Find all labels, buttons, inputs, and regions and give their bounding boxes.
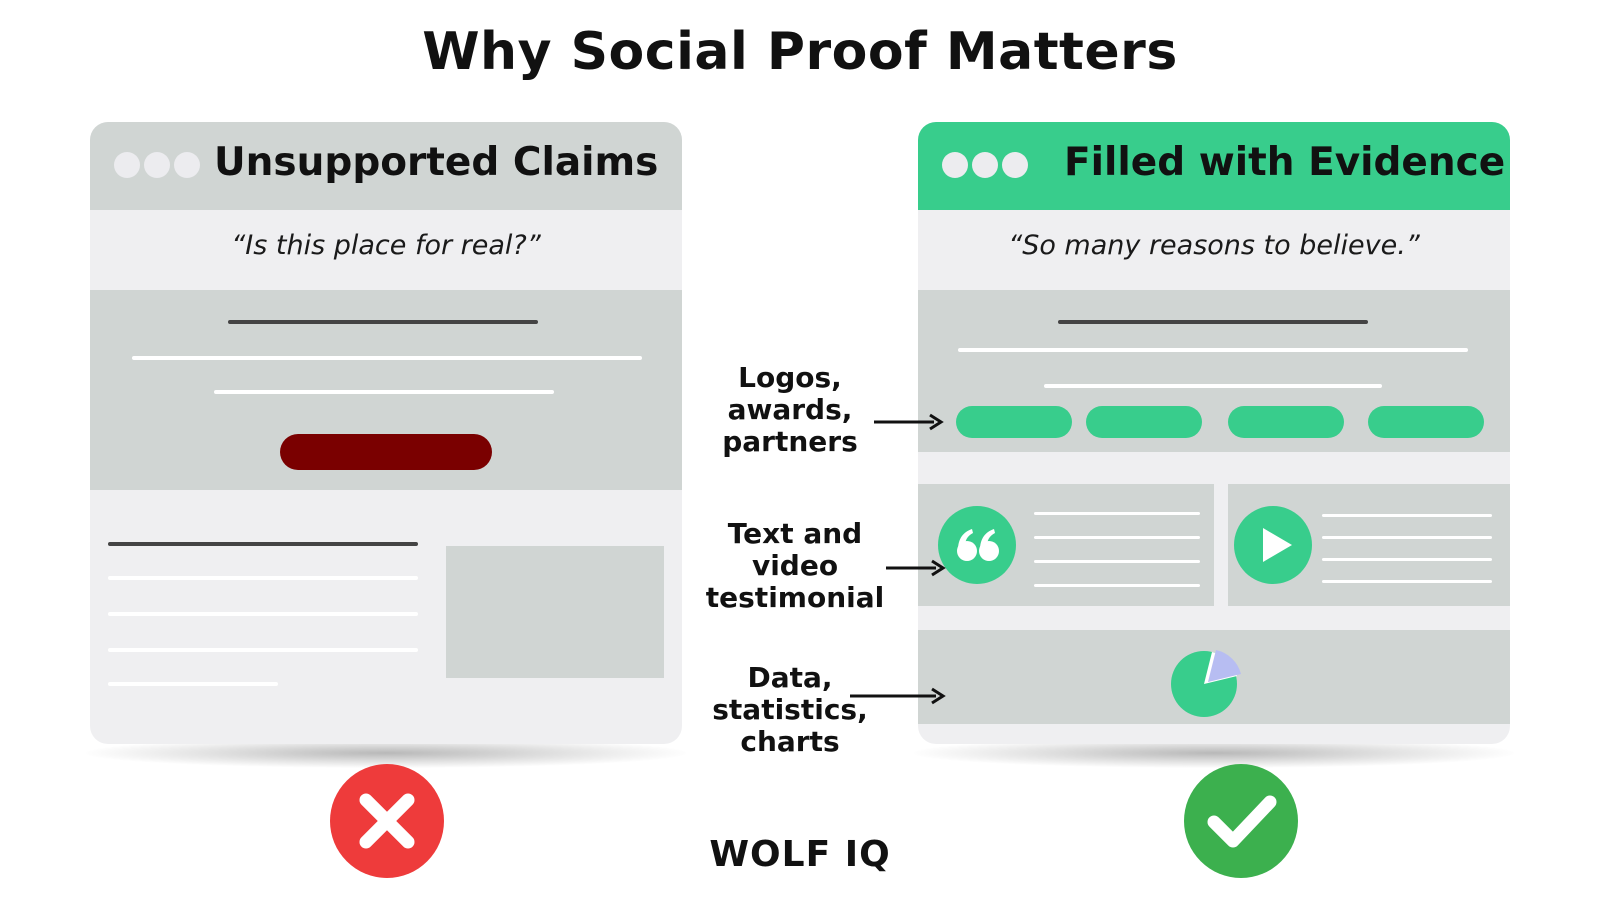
logo-pill [956,406,1072,438]
placeholder-text-line [214,390,554,394]
page-title: Why Social Proof Matters [422,22,1178,82]
data-block [918,630,1510,724]
video-testimonial-block [1228,484,1510,606]
data-statistics-charts-label: Data, statistics, charts [700,662,880,758]
unsupported-claims-panel: Unsupported Claims “Is this place for re… [90,122,682,744]
left-panel-quote: “Is this place for real?” [231,230,541,261]
placeholder-heading-line [1058,320,1368,324]
placeholder-text-line [108,576,418,580]
label-line: charts [740,725,840,758]
placeholder-text-line [1322,536,1492,539]
window-dot [144,152,170,178]
right-panel-quote: “So many reasons to believe.” [1008,230,1420,261]
placeholder-text-line [1034,560,1200,563]
check-mark-icon [1184,764,1298,878]
right-panel-header: Filled with Evidence [918,122,1510,210]
label-line: awards, [727,393,853,426]
arrow-right-icon [886,559,946,577]
logo-pill [1368,406,1484,438]
placeholder-text-line [108,682,278,686]
arrow-right-icon [874,413,944,431]
right-panel-title: Filled with Evidence [1064,140,1506,185]
placeholder-text-line [108,612,418,616]
placeholder-heading-line [228,320,538,324]
placeholder-text-line [1044,384,1382,388]
placeholder-text-line [1034,584,1200,587]
placeholder-text-line [108,648,418,652]
pie-chart-icon [1171,650,1241,717]
logo-pill [1228,406,1344,438]
window-dot [174,152,200,178]
left-panel-title: Unsupported Claims [214,140,659,185]
label-line: Text and [727,517,863,550]
placeholder-text-line [1034,536,1200,539]
logos-awards-partners-label: Logos, awards, partners [700,362,880,458]
right-hero-block [918,290,1510,452]
placeholder-text-line [132,356,642,360]
window-dot [942,152,968,178]
play-icon [1234,506,1312,584]
label-line: Logos, [738,361,842,394]
brand-logo: WOLF IQ [709,834,891,875]
window-dot [1002,152,1028,178]
cta-button-placeholder [280,434,492,470]
left-hero-block [90,290,682,490]
logo-pill [1086,406,1202,438]
text-testimonial-block [918,484,1214,606]
text-video-testimonial-label: Text and video testimonial [694,518,896,614]
left-panel-header: Unsupported Claims [90,122,682,210]
image-placeholder [446,546,664,678]
window-dot [972,152,998,178]
placeholder-text-line [1034,512,1200,515]
window-dot [114,152,140,178]
label-line: video [751,549,839,582]
placeholder-text-line [958,348,1468,352]
placeholder-text-line [1322,580,1492,583]
label-line: partners [722,425,858,458]
quote-icon [938,506,1016,584]
arrow-right-icon [850,687,946,705]
placeholder-text-line [1322,558,1492,561]
label-line: testimonial [705,581,885,614]
filled-with-evidence-panel: Filled with Evidence “So many reasons to… [918,122,1510,744]
x-mark-icon [330,764,444,878]
label-line: Data, [747,661,833,694]
label-line: statistics, [712,693,868,726]
placeholder-text-line [1322,514,1492,517]
placeholder-heading-line [108,542,418,546]
